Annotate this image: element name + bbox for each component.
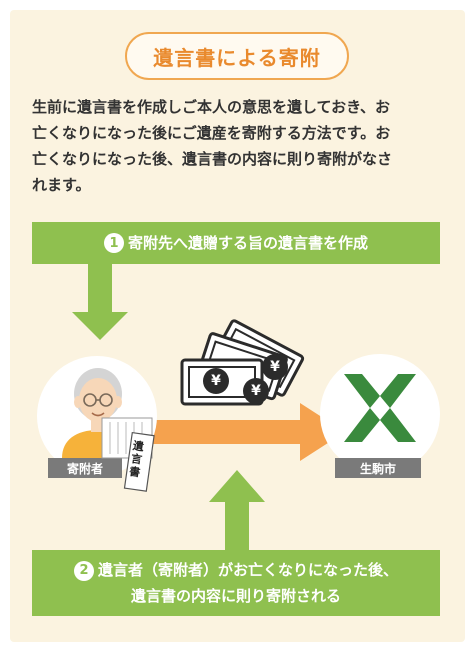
yen-coin: ¥	[262, 354, 288, 380]
transfer-arrow	[150, 403, 345, 461]
intro-line: 亡くなりになった後、遺言書の内容に則り寄附がなさ	[32, 150, 393, 168]
step2-number: 2	[73, 561, 94, 581]
intro-line: 生前に遺言書を作成しご本人の意思を遺しておき、お	[32, 98, 391, 116]
step1-number: 1	[103, 233, 124, 254]
intro-line: れます。	[32, 176, 91, 194]
ikoma-city-logo-icon	[344, 374, 416, 442]
down-arrow	[72, 264, 128, 340]
donor-label: 寄附者	[48, 458, 122, 478]
up-arrow	[209, 470, 265, 550]
page-title: 遺言書による寄附	[125, 32, 349, 80]
intro-line: 亡くなりになった後にご遺産を寄附する方法です。お	[32, 124, 391, 142]
intro-text: 生前に遺言書を作成しご本人の意思を遺しておき、お 亡くなりになった後にご遺産を寄…	[32, 94, 444, 198]
yen-coin: ¥	[243, 378, 269, 404]
step2-text-line2: 遺言書の内容に則り寄附される	[130, 587, 341, 605]
yen-coin: ¥	[203, 368, 229, 394]
money-bills-icon	[180, 319, 305, 406]
step1-text: 寄附先へ遺贈する旨の遺言書を作成	[127, 233, 368, 252]
step2-text-line1: 遺言者（寄附者）がお亡くなりになった後、	[97, 561, 398, 579]
city-label: 生駒市	[335, 458, 421, 478]
will-document-icon	[101, 417, 155, 492]
